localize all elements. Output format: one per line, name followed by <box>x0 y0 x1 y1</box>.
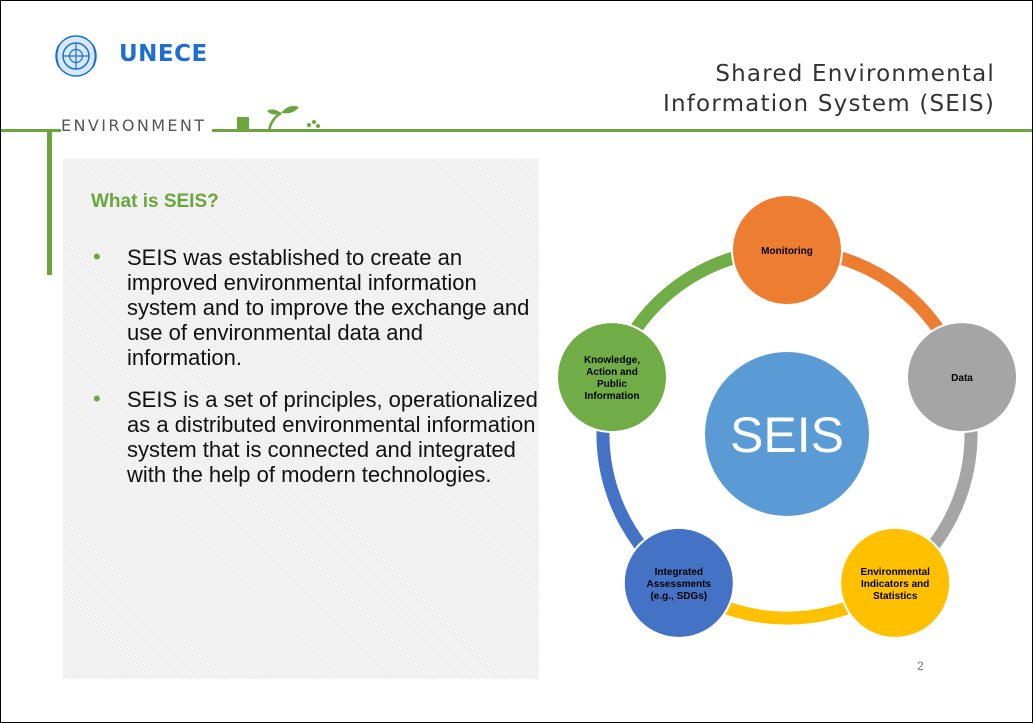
un-emblem-icon <box>55 35 97 77</box>
node-label-line: Information <box>585 391 640 402</box>
node-label-line: Monitoring <box>761 246 813 257</box>
org-name: UNECE <box>119 41 208 67</box>
node-label-line: Assessments <box>647 579 712 590</box>
bullet-text: SEIS was established to create an improv… <box>127 245 530 370</box>
title-line-1: Shared Environmental <box>715 61 995 87</box>
center-node <box>705 352 869 516</box>
panel-heading: What is SEIS? <box>91 191 219 212</box>
bullet-text: SEIS is a set of principles, operational… <box>127 387 538 487</box>
page-number: 2 <box>917 659 924 673</box>
node-indicators <box>839 526 952 639</box>
node-label-monitoring: Monitoring <box>761 246 813 257</box>
bullet-icon: • <box>93 386 101 411</box>
node-label-line: Indicators and <box>861 579 929 590</box>
node-knowledge <box>556 321 668 434</box>
node-label-line: (e.g., SDGs) <box>650 591 707 602</box>
un-logo <box>55 35 97 77</box>
list-item: • SEIS was established to create an impr… <box>83 244 543 370</box>
node-label-line: Statistics <box>873 591 918 602</box>
center-label: SEIS <box>730 407 844 463</box>
unit-label: ENVIRONMENT <box>61 116 213 135</box>
slide-title: Shared Environmental Information System … <box>663 59 995 119</box>
node-label-data: Data <box>951 373 973 384</box>
list-item: • SEIS is a set of principles, operation… <box>83 386 543 487</box>
node-data <box>906 321 1018 434</box>
unit-label-marker <box>237 117 249 131</box>
node-label-line: Integrated <box>655 567 703 578</box>
node-label-line: Knowledge, <box>584 355 640 366</box>
node-label-line: Data <box>951 373 973 384</box>
node-monitoring <box>731 194 843 306</box>
node-label-line: Action and <box>586 367 638 378</box>
content-panel: What is SEIS? • SEIS was established to … <box>63 159 539 679</box>
node-label-line: Environmental <box>860 567 930 578</box>
bullet-list: • SEIS was established to create an impr… <box>83 244 543 504</box>
bullet-icon: • <box>93 244 101 269</box>
node-label-line: Public <box>597 379 627 390</box>
title-line-2: Information System (SEIS) <box>663 91 995 117</box>
accent-bar <box>47 129 52 275</box>
header-divider <box>1 129 1032 132</box>
node-assessments <box>622 526 735 639</box>
